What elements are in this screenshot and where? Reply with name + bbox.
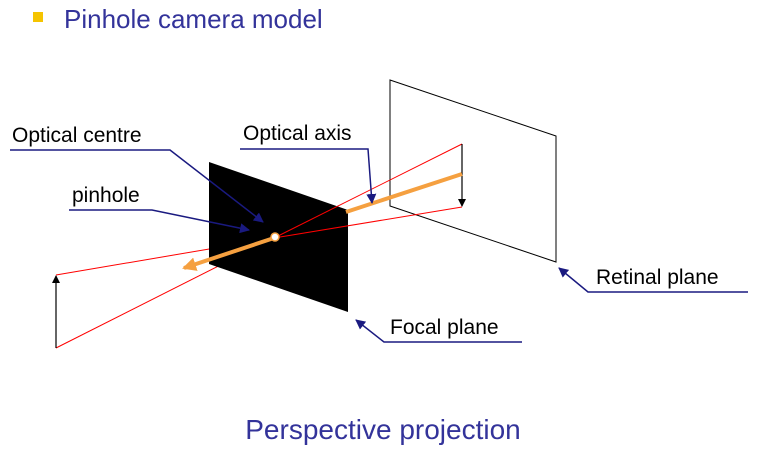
bullet-square-icon xyxy=(33,12,43,22)
label-pinhole: pinhole xyxy=(72,184,140,207)
pinhole-marker xyxy=(270,232,280,242)
slide-caption: Perspective projection xyxy=(245,414,521,445)
slide-heading: Pinhole camera model xyxy=(64,4,323,34)
label-optical-centre: Optical centre xyxy=(12,124,142,147)
leader-retinal-plane xyxy=(558,267,748,293)
label-optical-axis: Optical axis xyxy=(243,122,352,145)
optical-axis-line xyxy=(345,172,463,214)
leader-focal-plane xyxy=(355,319,522,343)
leader-pinhole xyxy=(69,209,250,234)
leader-optical-centre xyxy=(10,149,264,223)
label-focal-plane: Focal plane xyxy=(390,316,499,339)
ray-bottom-back xyxy=(273,206,463,239)
optical-axis-arrow xyxy=(182,236,275,271)
leader-optical-axis xyxy=(240,148,377,204)
label-retinal-plane: Retinal plane xyxy=(596,266,719,289)
ray-top-back xyxy=(273,143,463,239)
retinal-plane xyxy=(389,79,557,263)
